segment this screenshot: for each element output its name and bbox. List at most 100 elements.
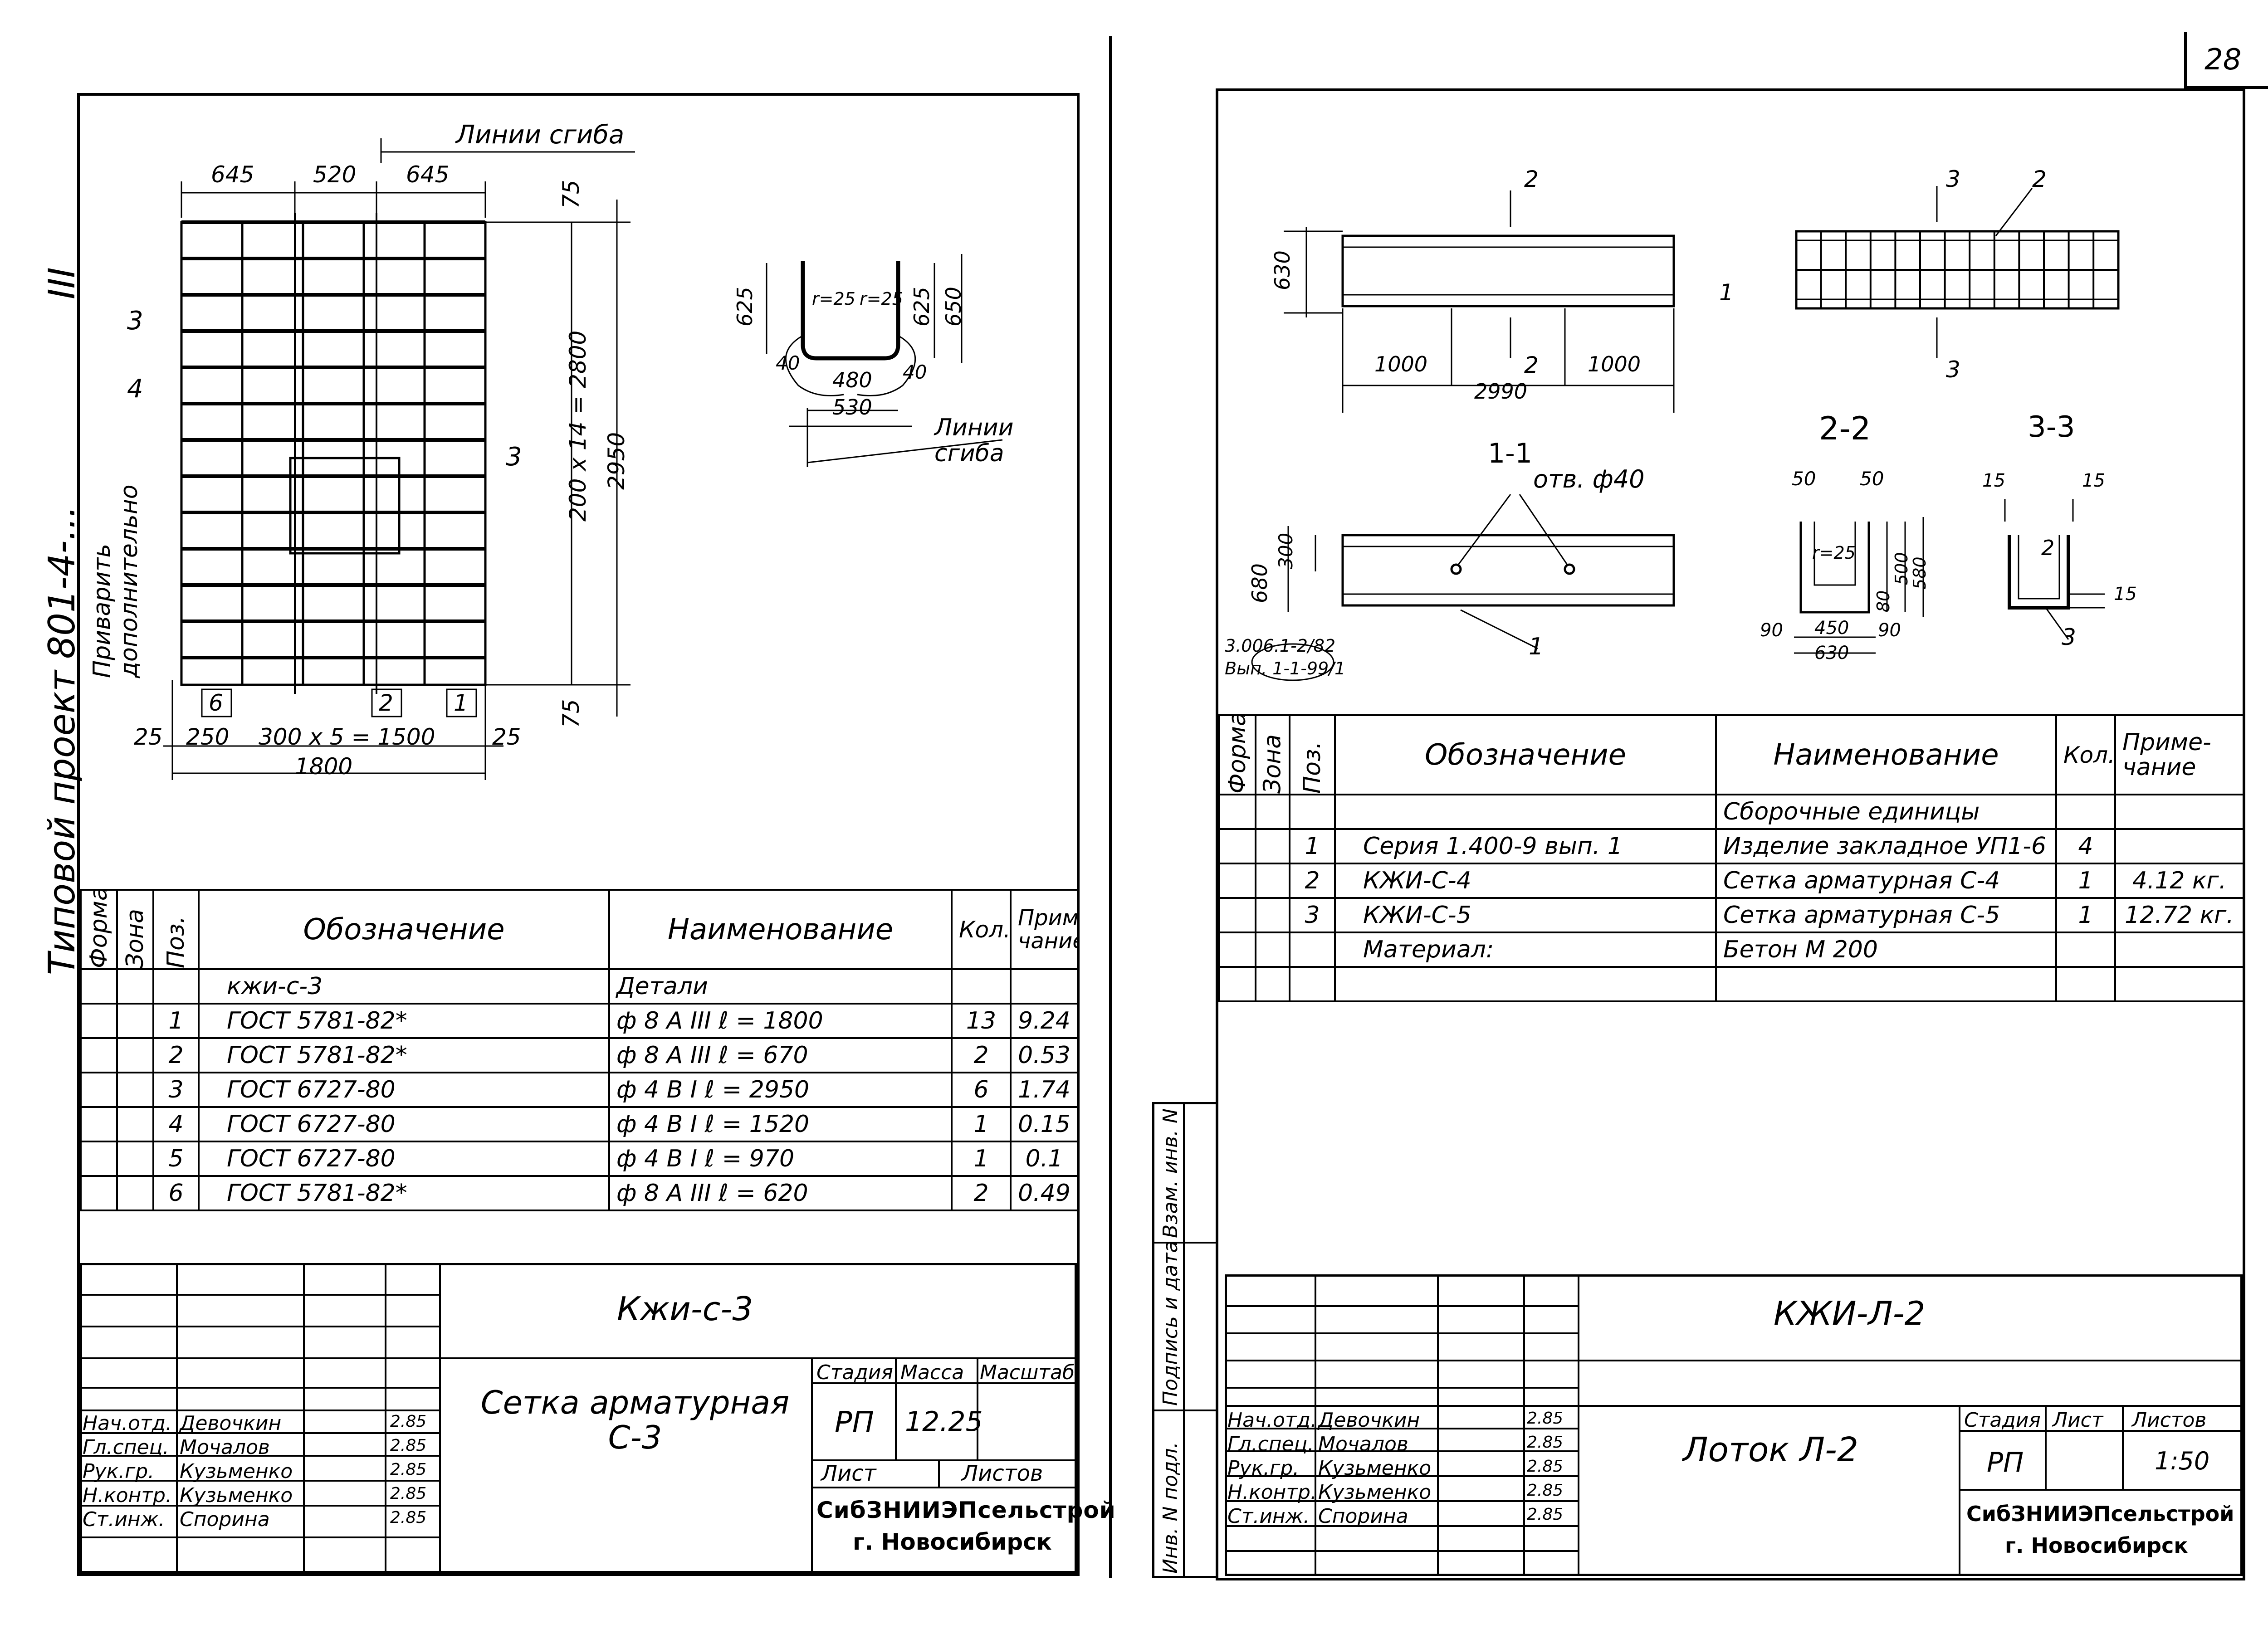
- cell-pos: [152, 968, 200, 1005]
- right-org: СибЗНИИЭПсельстрой: [1966, 1502, 2234, 1526]
- left-org: СибЗНИИЭПсельстрой: [816, 1497, 1116, 1523]
- cell-designation: [1334, 966, 1717, 1002]
- signer-date: 2.85: [1527, 1433, 1564, 1452]
- s2-r25: r=25: [1812, 543, 1856, 563]
- cell-name: Сетка арматурная С-4: [1715, 863, 2057, 899]
- right-sheets-label: Листов: [2132, 1409, 2207, 1432]
- signer-date: 2.85: [1527, 1409, 1564, 1428]
- cell-qty: 1: [951, 1141, 1012, 1177]
- cell-empty: [80, 1037, 118, 1073]
- cell-empty: [80, 1175, 118, 1211]
- r-hdr-name: Наименование: [1715, 714, 2057, 795]
- mark-1-embed: 1: [1529, 633, 1544, 660]
- right-item-name: Лоток Л-2: [1683, 1430, 1858, 1469]
- signer-name: Мочалов: [1318, 1433, 1408, 1456]
- s2-450: 450: [1814, 618, 1849, 639]
- left-mass: 12.25: [905, 1406, 983, 1438]
- prof-r25-left: r=25: [812, 289, 855, 309]
- cell-note: 0.15: [1010, 1106, 1079, 1142]
- prof-40-right: 40: [903, 361, 927, 383]
- cell-pos: [1289, 932, 1336, 968]
- signer-name: Кузьменко: [180, 1460, 293, 1483]
- hdr-designation: Обозначение: [198, 889, 610, 970]
- signer-date: 2.85: [390, 1484, 427, 1503]
- pos-1: 1: [454, 690, 468, 716]
- right-stage: РП: [1987, 1447, 2024, 1478]
- cell-qty: 6: [951, 1072, 1012, 1108]
- cell-pos: 2: [1289, 863, 1336, 899]
- bend-lines-side-label: Линии сгиба: [934, 414, 1014, 468]
- cell-empty: [1218, 863, 1256, 899]
- cell-name: Изделие закладное УП1-6: [1715, 828, 2057, 864]
- dim-1000-left: 1000: [1374, 352, 1428, 376]
- left-sheets-label: Листов: [962, 1461, 1043, 1486]
- cell-empty: [1255, 863, 1290, 899]
- signer-role: Н.контр.: [1227, 1481, 1317, 1504]
- dim-25-right: 25: [492, 724, 521, 750]
- s2-630: 630: [1814, 643, 1849, 663]
- table-row: [1218, 966, 2244, 1002]
- cell-empty: [1255, 932, 1290, 968]
- signer-role: Ст.инж.: [1227, 1505, 1310, 1528]
- cell-empty: [116, 1003, 154, 1039]
- left-city: г. Новосибирск: [853, 1529, 1052, 1555]
- cell-note: 0.49: [1010, 1175, 1079, 1211]
- cell-note: 9.24: [1010, 1003, 1079, 1039]
- cell-name: [1715, 966, 2057, 1002]
- signer-name: Девочкин: [180, 1412, 282, 1435]
- cell-designation: КЖИ-С-4: [1334, 863, 1717, 899]
- mark-2-mesh: 2: [2032, 166, 2047, 192]
- sec-3-top: 3: [1946, 166, 1960, 192]
- cell-empty: [1218, 828, 1256, 864]
- pos-4: 4: [127, 374, 143, 404]
- section-2-2: 2-2: [1819, 410, 1871, 447]
- left-scale-label: Масштаб: [980, 1361, 1075, 1384]
- dim-645-left: 645: [211, 161, 254, 188]
- cell-empty: [116, 1072, 154, 1108]
- pos-3-right: 3: [506, 442, 522, 472]
- dim-645-right: 645: [406, 161, 450, 188]
- s3-15-bottom: 15: [2114, 584, 2137, 605]
- s3-15-right: 15: [2082, 470, 2105, 491]
- hdr-name: Наименование: [608, 889, 953, 970]
- cell-designation: ГОСТ 5781-82*: [198, 1003, 610, 1039]
- cell-empty: [116, 1141, 154, 1177]
- dim-250: 250: [186, 724, 230, 750]
- hdr-qty: Кол.: [951, 889, 1012, 970]
- cell-designation: [1334, 794, 1717, 830]
- page-number: 28: [2204, 43, 2242, 77]
- left-sheet-label: Лист: [821, 1461, 876, 1486]
- s2-50-left: 50: [1792, 468, 1816, 490]
- left-stage: РП: [835, 1406, 874, 1439]
- s3-2: 2: [2041, 536, 2055, 560]
- sec-2-top: 2: [1524, 166, 1539, 192]
- left-title-block: [80, 1263, 1077, 1573]
- prof-480: 480: [832, 368, 872, 392]
- cell-name: ф 4 B I ℓ = 2950: [608, 1072, 953, 1108]
- prof-530: 530: [832, 395, 872, 419]
- cell-name: ф 4 B I ℓ = 970: [608, 1141, 953, 1177]
- cell-designation: ГОСТ 5781-82*: [198, 1175, 610, 1211]
- left-doc-code: Кжи-с-3: [617, 1290, 753, 1328]
- signer-date: 2.85: [390, 1508, 427, 1527]
- signer-name: Кузьменко: [1318, 1481, 1432, 1504]
- dim-1500: 300 x 5 = 1500: [259, 724, 435, 750]
- cell-qty: [2055, 966, 2116, 1002]
- left-spec-table: Формат Зона Поз. Обозначение Наименовани…: [80, 889, 1079, 1211]
- cell-note: [2114, 794, 2244, 830]
- pos-6: 6: [209, 690, 223, 716]
- section-1-1: 1-1: [1488, 438, 1532, 469]
- sec-3-bottom: 3: [1946, 356, 1960, 383]
- cell-empty: [80, 1003, 118, 1039]
- s3-3: 3: [2062, 624, 2076, 650]
- cell-qty: 2: [951, 1037, 1012, 1073]
- ref-issue: Вып. 1-1-99/1: [1225, 658, 1346, 678]
